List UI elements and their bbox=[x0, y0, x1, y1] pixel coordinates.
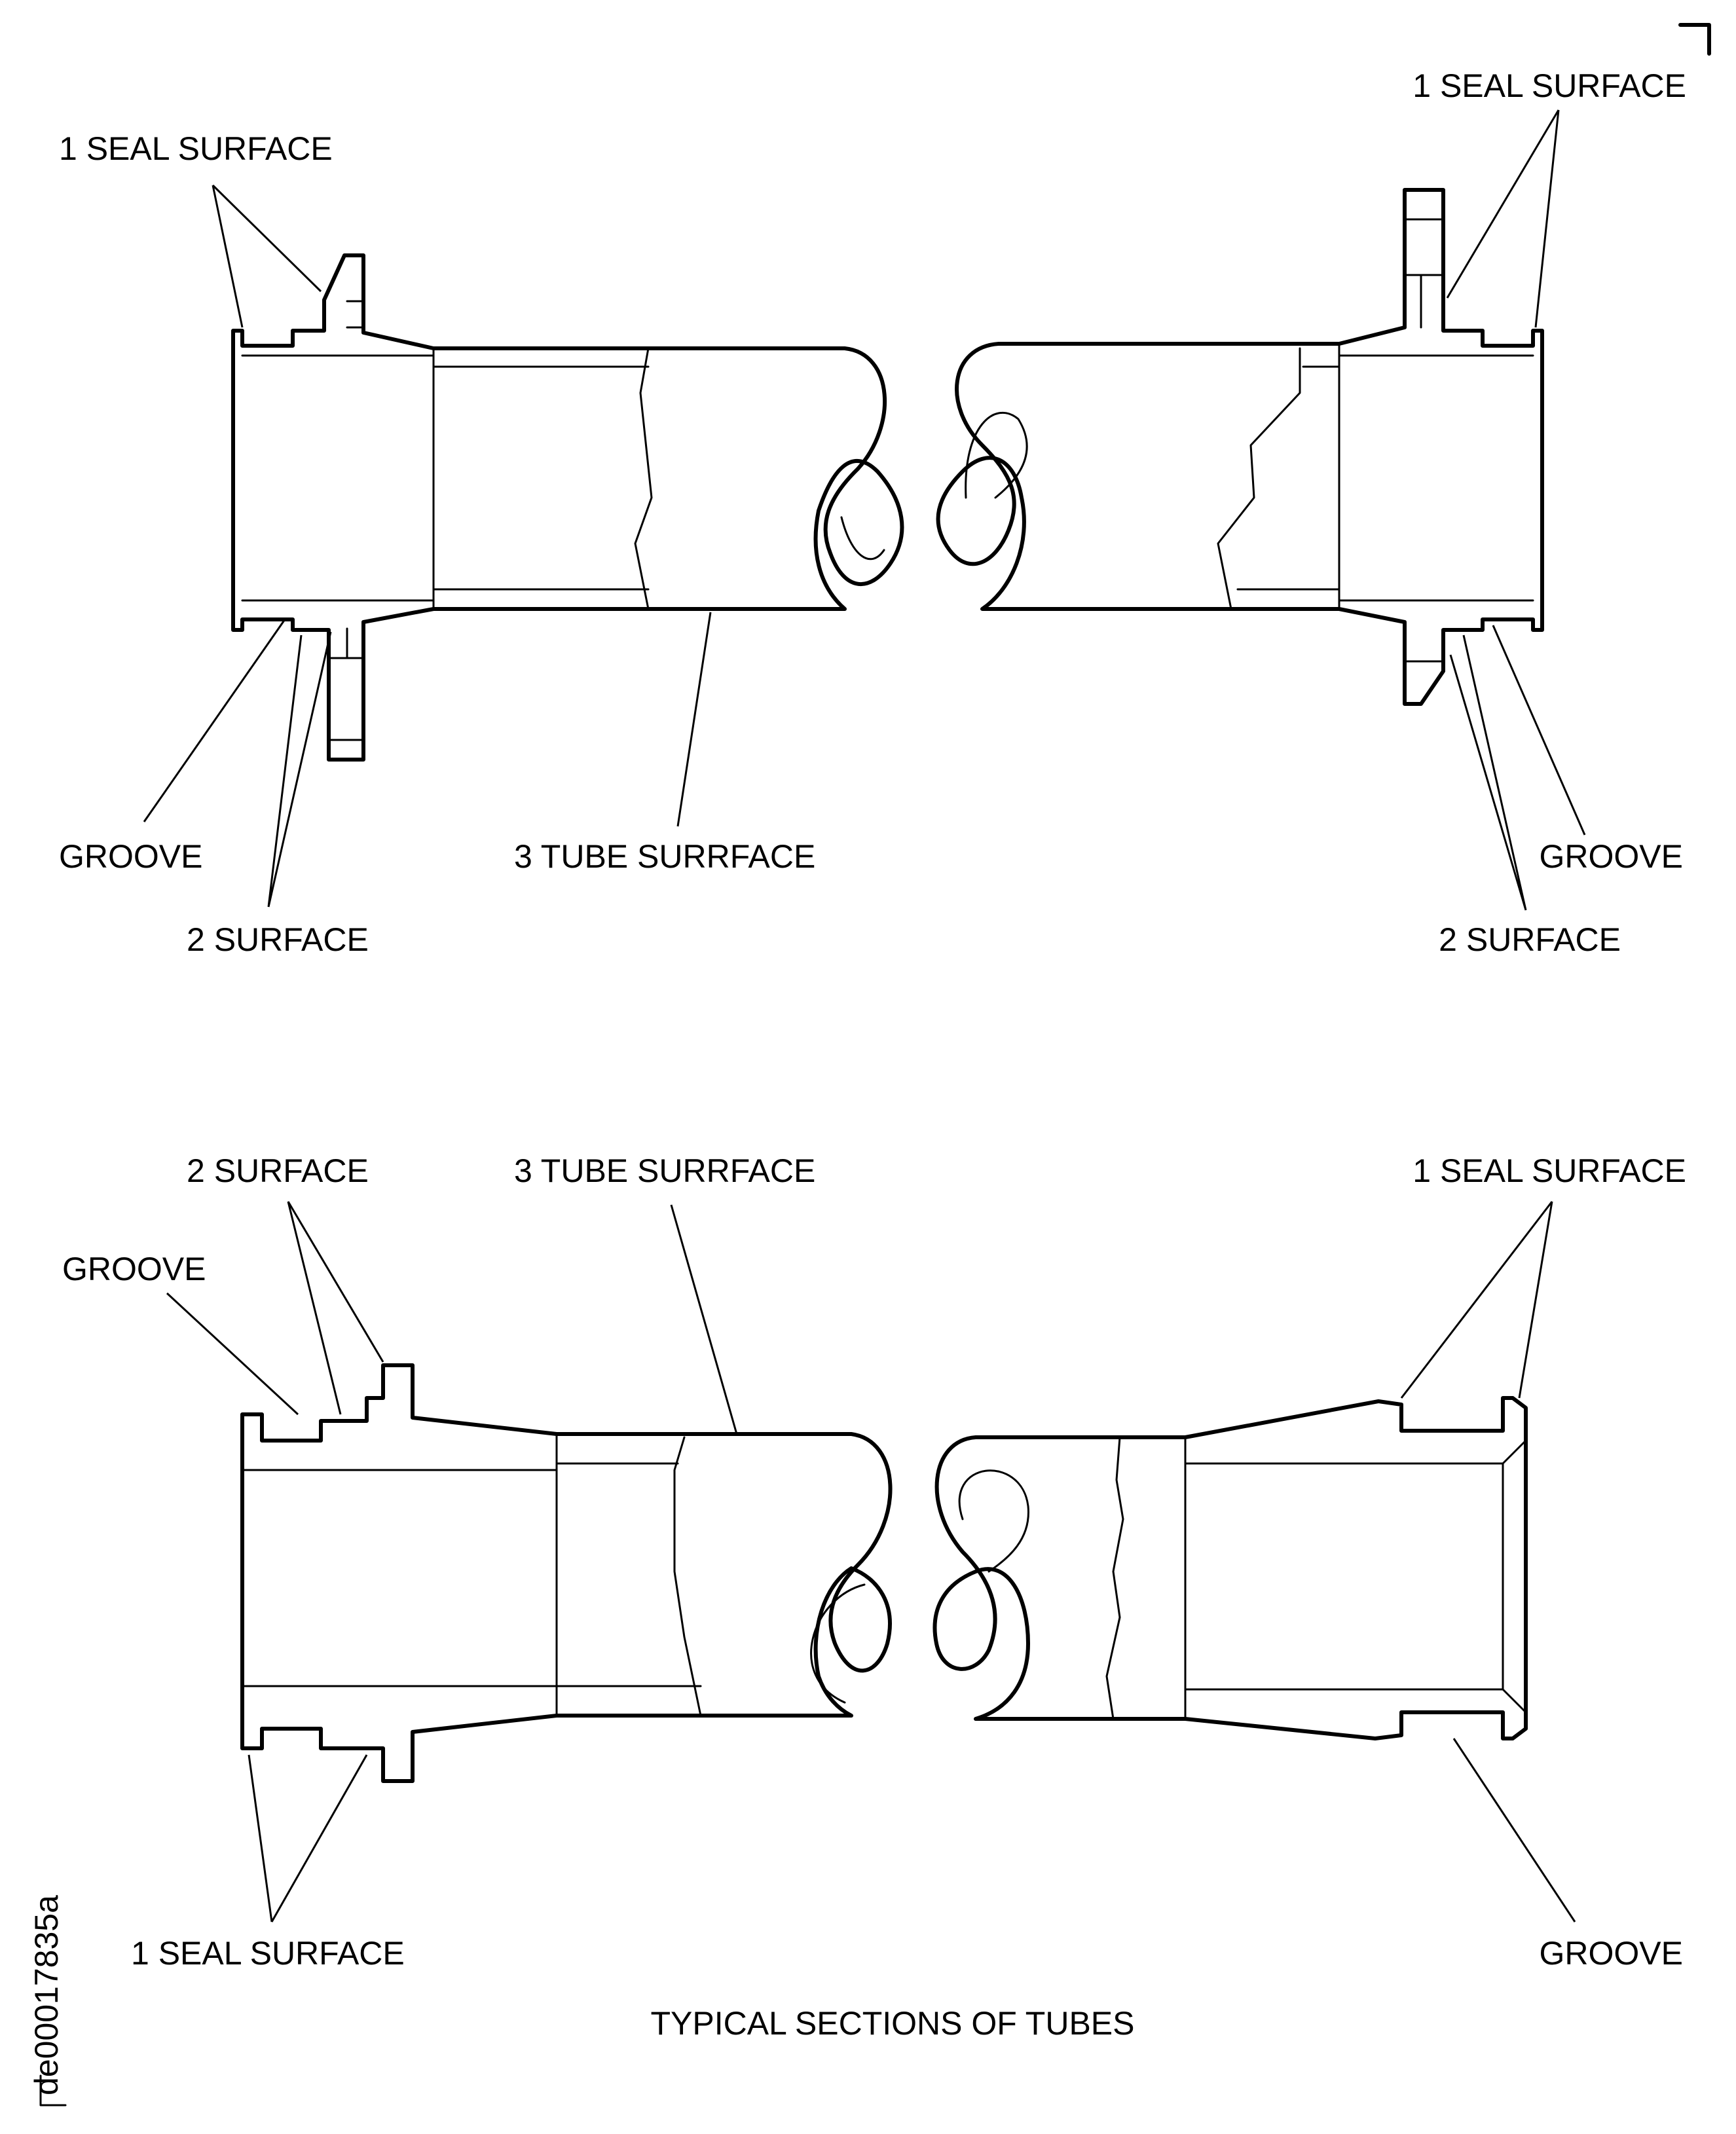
label-tl-surface: 2 SURFACE bbox=[187, 921, 369, 958]
label-br-seal-surface: 1 SEAL SURFACE bbox=[1413, 1152, 1686, 1189]
label-bl-tube-surface: 3 TUBE SURRFACE bbox=[514, 1152, 815, 1189]
label-br-groove: GROOVE bbox=[1540, 1935, 1683, 1972]
leader-tl-groove bbox=[143, 619, 286, 822]
tube-bottom-right bbox=[933, 1396, 1528, 1740]
diagram-title: TYPICAL SECTIONS OF TUBES bbox=[650, 2005, 1134, 2042]
leader-bl-surface bbox=[287, 1201, 384, 1415]
label-bl-surface: 2 SURFACE bbox=[187, 1152, 369, 1189]
leader-tl-surface bbox=[267, 631, 332, 908]
leader-tr-groove bbox=[1492, 625, 1586, 836]
tube-top-left bbox=[231, 253, 904, 762]
figure-id: de00017835a bbox=[28, 1895, 65, 2095]
label-tl-groove: GROOVE bbox=[59, 838, 202, 875]
corner-mark-bottom-left bbox=[39, 2074, 67, 2106]
leader-br-seal bbox=[1400, 1201, 1553, 1399]
label-tr-surface: 2 SURFACE bbox=[1439, 921, 1621, 958]
label-bl-groove: GROOVE bbox=[62, 1251, 206, 1287]
leader-br-groove bbox=[1452, 1738, 1576, 1922]
tube-top-right bbox=[936, 188, 1544, 706]
leader-bl-seal bbox=[248, 1754, 368, 1922]
label-tr-seal-surface: 1 SEAL SURFACE bbox=[1413, 67, 1686, 104]
leader-tr-seal bbox=[1446, 109, 1560, 328]
label-tl-seal-surface: 1 SEAL SURFACE bbox=[59, 130, 333, 167]
label-bl-seal-surface: 1 SEAL SURFACE bbox=[131, 1935, 405, 1972]
label-tr-groove: GROOVE bbox=[1540, 838, 1683, 875]
leader-tl-seal bbox=[212, 184, 322, 328]
leader-tl-tube bbox=[676, 612, 712, 827]
leader-tr-surface bbox=[1449, 635, 1527, 911]
label-tl-tube-surface: 3 TUBE SURRFACE bbox=[514, 838, 815, 875]
leader-bl-groove bbox=[166, 1292, 299, 1416]
tube-bottom-left bbox=[240, 1363, 893, 1783]
corner-mark-top-right bbox=[1678, 23, 1711, 56]
leader-bl-tube bbox=[670, 1204, 738, 1435]
